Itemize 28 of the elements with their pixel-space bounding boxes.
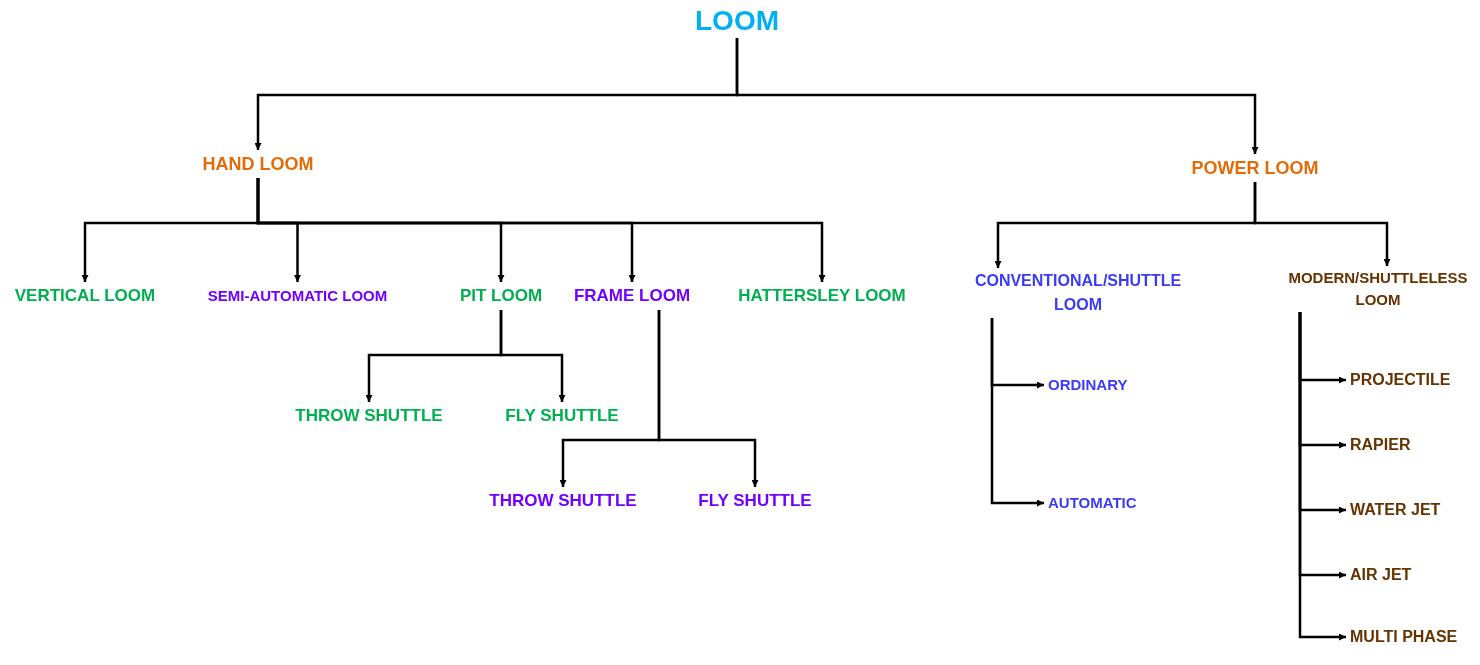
connector-arrow <box>1298 312 1346 641</box>
category-label: FLY SHUTTLE <box>690 487 820 515</box>
category-label: MULTI PHASE <box>1350 624 1475 650</box>
connector-arrow <box>657 310 759 487</box>
category-label: AIR JET <box>1350 562 1470 588</box>
category-label: ORDINARY <box>1048 372 1158 398</box>
category-label: RAPIER <box>1350 432 1470 458</box>
category-label: PIT LOOM <box>451 282 551 310</box>
connector-arrow <box>256 178 826 282</box>
connector-arrow <box>735 38 1259 154</box>
category-label: WATER JET <box>1350 497 1470 523</box>
category-label: PROJECTILE <box>1350 367 1470 393</box>
category-label: POWER LOOM <box>1180 154 1330 182</box>
category-label: HATTERSLEY LOOM <box>722 282 922 310</box>
category-label: THROW SHUTTLE <box>473 487 653 515</box>
connector-arrow <box>1253 182 1391 266</box>
connector-arrow <box>990 318 1044 507</box>
category-label: VERTICAL LOOM <box>5 282 165 310</box>
category-label: HAND LOOM <box>183 150 333 178</box>
category-label: FRAME LOOM <box>567 282 697 310</box>
category-label: SEMI-AUTOMATIC LOOM <box>195 282 400 310</box>
category-label: LOOM <box>677 4 797 38</box>
category-label: AUTOMATIC <box>1048 490 1168 516</box>
category-label: CONVENTIONAL/SHUTTLE LOOM <box>958 268 1198 318</box>
category-label: THROW SHUTTLE <box>279 402 459 430</box>
category-label: MODERN/SHUTTLELESS LOOM <box>1282 266 1474 312</box>
connector-arrow <box>499 310 566 402</box>
category-label: FLY SHUTTLE <box>497 402 627 430</box>
